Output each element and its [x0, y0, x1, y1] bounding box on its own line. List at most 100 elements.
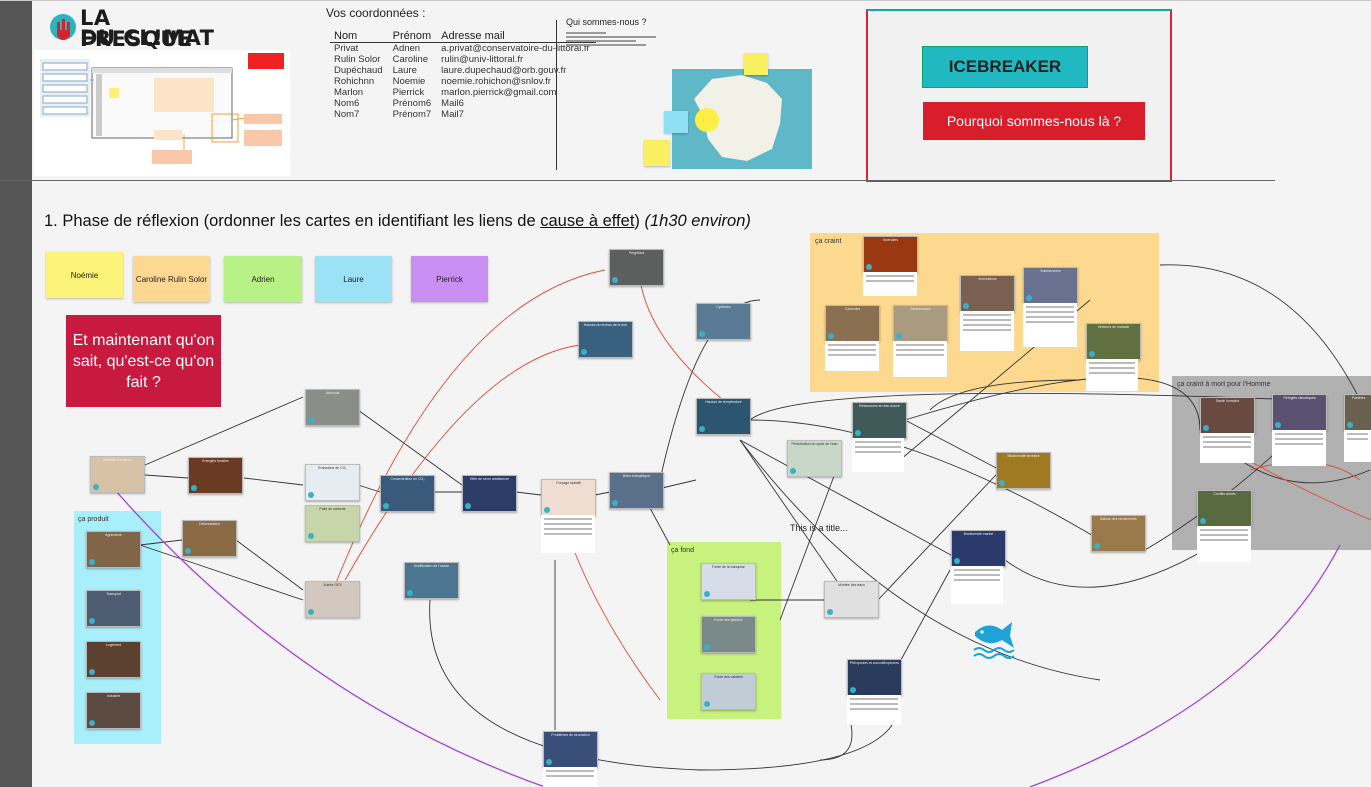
card-glaciers[interactable]: Fonte des glaciers: [701, 616, 756, 653]
card-transport[interactable]: Transport: [86, 590, 141, 627]
card-note: [1200, 433, 1254, 463]
participant-sticky-noemie[interactable]: Noémie: [46, 252, 123, 298]
card-sante-humaine[interactable]: Santé humaine: [1200, 397, 1255, 434]
participant-sticky-pierrick[interactable]: Pierrick: [411, 256, 488, 302]
card-acidification[interactable]: Acidification de l'océan: [404, 562, 459, 599]
participant-sticky-caroline[interactable]: Caroline Rulin Solor: [133, 256, 210, 302]
card-concentration-co2[interactable]: Concentration en CO₂: [380, 475, 435, 512]
card-refugies[interactable]: Réfugiés climatiques: [1272, 394, 1327, 431]
card-secheresses[interactable]: Sécheresses: [893, 305, 948, 342]
board-mini-map[interactable]: [34, 50, 290, 176]
card-bilan-energetique[interactable]: Bilan énergétique: [609, 472, 664, 509]
card-badge-icon: [1275, 422, 1281, 428]
card-title: Biodiversité marine: [963, 532, 994, 536]
card-biodiversite-terrestre[interactable]: Biodiversité terrestre: [996, 452, 1051, 489]
card-inondations[interactable]: Inondations: [960, 275, 1015, 312]
cell-prenom[interactable]: Pierrick: [392, 87, 425, 98]
card-rendements[interactable]: Baisse des rendements: [1091, 515, 1146, 552]
card-badge-icon: [89, 720, 95, 726]
card-submersions[interactable]: Submersions: [1023, 267, 1078, 304]
card-energies-fossiles[interactable]: Énergies fossiles: [188, 457, 243, 494]
side-annotation-text[interactable]: This is a title...: [790, 523, 848, 533]
cell-nom[interactable]: Marlon: [334, 87, 364, 98]
card-montee-eaux[interactable]: Montée des eaux: [824, 581, 879, 618]
cell-prenom[interactable]: Prénom6: [392, 98, 432, 109]
card-banquise[interactable]: Fonte de la banquise: [701, 563, 756, 600]
card-canicules[interactable]: Canicules: [825, 305, 880, 342]
icebreaker-panel[interactable]: [866, 9, 1172, 182]
cell-nom[interactable]: Rulin Solor: [334, 54, 381, 65]
link-line: [819, 719, 853, 761]
card-title: Ptéropodes et coccolithophores: [850, 661, 899, 665]
card-calottes[interactable]: Fonte des calottes: [701, 673, 756, 710]
card-emissions-co2[interactable]: Émissions de CO₂: [305, 464, 360, 501]
card-title: Conflits armés: [1213, 492, 1236, 496]
card-biodiversite-marine[interactable]: Biodiversité marine: [951, 530, 1006, 567]
card-badge-icon: [1026, 295, 1032, 301]
card-vecteurs-maladie[interactable]: Vecteurs de maladie: [1086, 323, 1141, 360]
cell-nom[interactable]: Rohichnn: [334, 76, 375, 87]
card-badge-icon: [308, 609, 314, 615]
cell-prenom[interactable]: Adnen: [392, 43, 421, 54]
card-agriculture[interactable]: Agriculture: [86, 531, 141, 568]
participant-sticky-adrien[interactable]: Adrien: [224, 256, 302, 302]
map-sticky-note[interactable]: [664, 111, 688, 133]
link-line: [929, 379, 1081, 411]
cell-prenom[interactable]: Prénom7: [392, 109, 432, 120]
card-conflits[interactable]: Conflits armés: [1197, 490, 1252, 527]
cell-mail[interactable]: Mail7: [441, 109, 464, 120]
cell-nom[interactable]: Nom7: [334, 109, 360, 120]
card-effet-serre[interactable]: Effet de serre additionnel: [462, 475, 517, 512]
participant-sticky-laure[interactable]: Laure: [315, 256, 392, 302]
link-line: [515, 491, 542, 496]
link-line: [904, 377, 1201, 431]
cell-mail[interactable]: rulin@univ-littoral.fr: [441, 54, 524, 65]
cell-mail[interactable]: noemie.rohichon@snlov.fr: [441, 76, 551, 87]
card-famines[interactable]: Famines: [1344, 394, 1371, 431]
card-deforestation[interactable]: Déforestation: [182, 520, 237, 557]
icebreaker-title: ICEBREAKER: [922, 46, 1088, 88]
zone-produit-label: ça produit: [78, 516, 109, 523]
card-niveau-mer[interactable]: Hausse du niveau de la mer: [578, 321, 633, 358]
card-pergelisol[interactable]: Pergélisol: [609, 249, 664, 286]
card-circulation[interactable]: Problèmes de circulation: [543, 731, 598, 768]
card-logement[interactable]: Logement: [86, 641, 141, 678]
map-sticky-note[interactable]: [744, 53, 768, 75]
card-pteropodes[interactable]: Ptéropodes et coccolithophores: [847, 659, 902, 696]
card-activites-humaines[interactable]: Activités humaines: [90, 456, 145, 493]
cell-nom[interactable]: Dupéchaud: [334, 65, 383, 76]
card-puits-carbone[interactable]: Puits de carbone: [305, 505, 360, 542]
card-aerosols[interactable]: Aérosols: [305, 389, 360, 426]
link-line: [357, 409, 463, 486]
call-to-action-box[interactable]: Et maintenant qu'on sait, qu'est-ce qu'o…: [66, 315, 221, 407]
cell-mail[interactable]: Mail6: [441, 98, 464, 109]
cell-prenom[interactable]: Laure: [392, 65, 417, 76]
card-incendies[interactable]: Incendies: [863, 236, 918, 273]
cell-mail[interactable]: marlon.pierrick@gmail.com: [441, 87, 557, 98]
cell-prenom[interactable]: Caroline: [392, 54, 428, 65]
link-line-purple: [114, 489, 546, 787]
table-row: Dupéchaud Laure laure.dupechaud@orb.gouv.f…: [330, 65, 596, 76]
card-cycle-eau[interactable]: Perturbation du cycle de l'eau: [787, 440, 842, 477]
cell-nom[interactable]: Privat: [334, 43, 359, 54]
card-badge-icon: [544, 507, 550, 513]
card-industrie[interactable]: Industrie: [86, 692, 141, 729]
card-cyclones[interactable]: Cyclones: [696, 303, 751, 340]
link-line: [429, 599, 901, 771]
card-title: Aérosols: [325, 391, 340, 395]
map-sticky-note[interactable]: [644, 140, 670, 166]
cell-nom[interactable]: Nom6: [334, 98, 360, 109]
card-hausse-temperature[interactable]: Hausse de température: [696, 398, 751, 435]
card-autres-ges[interactable]: Autres GES: [305, 581, 360, 618]
table-row: Nom7 Prénom7 Mail7: [330, 109, 596, 120]
card-forcage-radiatif[interactable]: Forçage radiatif: [541, 479, 596, 516]
card-eau-douce[interactable]: Ressources en eau douce: [852, 402, 907, 439]
card-badge-icon: [866, 264, 872, 270]
cell-mail[interactable]: a.privat@conservatoire-du-littoral.fr: [441, 43, 590, 54]
card-badge-icon: [93, 484, 99, 490]
card-title: Forçage radiatif: [556, 481, 581, 485]
france-map-image[interactable]: [672, 69, 812, 169]
card-badge-icon: [407, 590, 413, 596]
cell-prenom[interactable]: Noemie: [392, 76, 426, 87]
cell-mail[interactable]: laure.dupechaud@orb.gouv.fr: [441, 65, 567, 76]
